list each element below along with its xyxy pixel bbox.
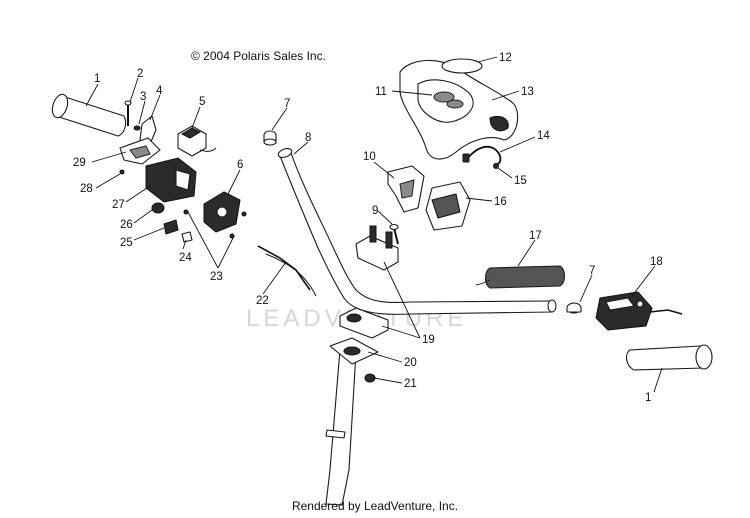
clamp-bolt[interactable] <box>389 223 399 245</box>
callout-20: 20 <box>404 357 417 369</box>
callout-1-right: 1 <box>645 392 651 404</box>
callout-4: 4 <box>156 85 163 97</box>
handlebar-end-cap-right[interactable] <box>566 302 582 314</box>
callout-19: 19 <box>422 334 435 346</box>
callout-6: 6 <box>237 159 243 171</box>
callout-13: 13 <box>521 86 534 98</box>
callout-1-left: 1 <box>94 73 100 85</box>
connector-block[interactable] <box>177 125 217 157</box>
callout-29: 29 <box>73 157 86 169</box>
callout-10: 10 <box>363 151 376 163</box>
callout-24: 24 <box>179 252 192 264</box>
washer[interactable] <box>133 125 141 131</box>
callout-21: 21 <box>404 378 417 390</box>
leader-lines <box>85 56 663 393</box>
housing-screw[interactable] <box>119 169 125 175</box>
callout-22: 22 <box>256 295 269 307</box>
grip-left[interactable] <box>50 92 127 137</box>
switch-cover[interactable] <box>203 191 241 233</box>
callout-26: 26 <box>120 219 133 231</box>
lever-bracket[interactable] <box>139 115 157 145</box>
nut[interactable] <box>364 373 376 383</box>
throttle-cable[interactable] <box>257 245 317 297</box>
callout-12: 12 <box>499 52 512 64</box>
grip-sleeve[interactable] <box>475 265 566 289</box>
footer-credit: Rendered by LeadVenture, Inc. <box>291 499 459 513</box>
copyright-notice: © 2004 Polaris Sales Inc. <box>191 49 326 63</box>
callout-15: 15 <box>514 175 527 187</box>
callout-5: 5 <box>199 96 205 108</box>
left-switch-cover[interactable] <box>387 165 425 213</box>
bushing[interactable] <box>151 202 165 214</box>
pad-insert[interactable] <box>441 58 483 74</box>
lower-clamp-plate[interactable] <box>329 337 379 365</box>
callout-7-right: 7 <box>589 265 595 277</box>
callout-25: 25 <box>120 237 133 249</box>
callout-7-left: 7 <box>284 98 290 110</box>
callout-labels: 1 2 3 4 5 6 7 8 10 9 11 12 13 14 15 16 1… <box>73 52 663 404</box>
callout-14: 14 <box>537 130 550 142</box>
handlebar-tube[interactable] <box>277 147 557 315</box>
callout-3: 3 <box>140 91 146 103</box>
upper-handlebar-clamp[interactable] <box>355 225 399 271</box>
wire-harness[interactable] <box>462 145 502 166</box>
grip-right[interactable] <box>625 344 713 371</box>
callout-11: 11 <box>375 86 387 98</box>
handlebar-end-cap-left[interactable] <box>263 130 277 146</box>
callout-8: 8 <box>305 132 311 144</box>
callout-9: 9 <box>372 205 378 217</box>
switch-button[interactable] <box>163 219 179 235</box>
steering-post <box>325 349 357 506</box>
handlebar-pad[interactable] <box>399 59 519 160</box>
lever-screw[interactable] <box>124 100 132 126</box>
callout-2: 2 <box>137 68 143 80</box>
callout-18: 18 <box>650 256 663 268</box>
pad-screw[interactable] <box>493 163 499 169</box>
throttle-lever[interactable] <box>119 137 161 165</box>
callout-23: 23 <box>210 271 223 283</box>
switch-cap[interactable] <box>181 231 193 243</box>
right-cover[interactable] <box>425 181 471 231</box>
left-switch-housing[interactable] <box>145 157 197 203</box>
right-switch-housing[interactable] <box>595 291 683 331</box>
callout-27: 27 <box>112 199 125 211</box>
callout-17: 17 <box>529 230 542 242</box>
callout-28: 28 <box>80 183 93 195</box>
callout-16: 16 <box>494 196 507 208</box>
